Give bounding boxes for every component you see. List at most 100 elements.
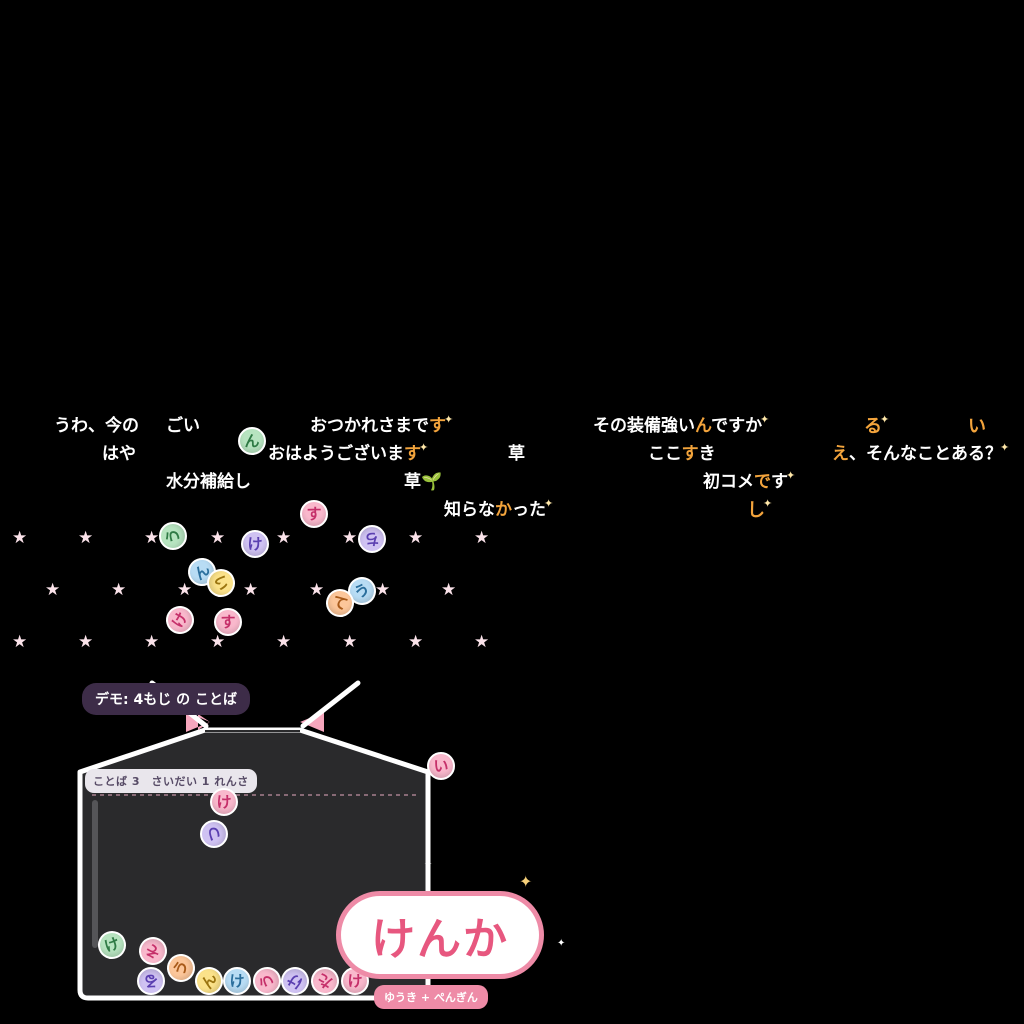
star-icon: ★ (111, 580, 127, 600)
jar-neck (205, 730, 300, 732)
kana-ball-label: け (247, 534, 263, 553)
kana-ball-label: つ (204, 826, 223, 842)
comment-tail: った (512, 500, 546, 520)
chat-comment: うわ、今の (54, 418, 139, 435)
comment-highlight-kana: す (681, 444, 699, 464)
kana-ball-label: け (347, 971, 363, 990)
sparkle-icon: ✦ (880, 413, 890, 426)
word-text: けんか (371, 914, 509, 965)
comment-highlight-kana: で (754, 472, 771, 492)
comment-text: ここ (648, 444, 682, 464)
star-icon: ★ (243, 580, 259, 600)
kana-ball: け (223, 967, 251, 995)
comment-text: おはようございま (268, 444, 404, 464)
kana-ball-label: け (101, 933, 122, 956)
kana-ball: ん (238, 427, 266, 455)
comment-highlight-kana: い (968, 416, 986, 437)
kana-ball-label: す (220, 612, 236, 631)
kana-ball-label: ん (244, 431, 260, 450)
kana-ball-label: う (169, 956, 193, 979)
chat-comment: え、そんなことある？ (832, 446, 1002, 463)
chat-comment: し (747, 502, 765, 520)
comment-text: その装備強い (593, 416, 695, 436)
chat-comment: はや (102, 446, 136, 463)
star-icon: ★ (144, 632, 160, 652)
kana-ball: る (137, 967, 165, 995)
sparkle-icon: ✦ (786, 469, 796, 482)
kana-ball-label: い (433, 756, 449, 775)
sparkle-icon: ✦ (419, 441, 429, 454)
comment-tail: 、そんなことある？ (849, 444, 1002, 464)
word-bubble: けんか (336, 891, 544, 979)
chat-comment: る (864, 418, 882, 436)
chat-comment: い (968, 418, 986, 436)
kana-ball-label: け (283, 969, 306, 993)
kana-ball-label: ん (197, 969, 221, 992)
comment-text: はや (102, 444, 136, 464)
kana-ball-label: た (313, 969, 336, 993)
chat-comment: 水分補給し (166, 474, 251, 491)
star-icon: ★ (441, 580, 457, 600)
chat-comment: 初コメです (703, 474, 788, 491)
sparkle-icon: ✦ (444, 413, 454, 426)
comment-text: ごい (166, 416, 200, 436)
chat-comment: おはようございます (268, 446, 421, 463)
kana-ball-label: す (306, 504, 322, 523)
kana-ball-label: う (256, 972, 277, 991)
star-icon: ★ (12, 528, 28, 548)
kana-ball: け (210, 788, 238, 816)
comment-highlight-kana: え (832, 444, 849, 464)
sparkle-icon: ✦ (424, 859, 433, 870)
star-icon: ★ (408, 632, 424, 652)
comment-tail: ですか (711, 416, 763, 436)
star-icon: ★ (309, 580, 325, 600)
comment-highlight-kana: し (747, 500, 765, 521)
demo-label: デモ: 4もじ の ことば (82, 683, 250, 715)
chat-comment: 草 (508, 446, 525, 463)
comment-text: うわ、今の (54, 416, 139, 436)
comment-highlight-kana: す (429, 416, 446, 436)
star-icon: ★ (78, 528, 94, 548)
kana-ball-label: る (143, 972, 159, 991)
kana-ball: け (241, 530, 269, 558)
star-icon: ★ (342, 632, 358, 652)
kana-ball: い (427, 752, 455, 780)
star-icon: ★ (408, 528, 424, 548)
chat-comment: おつかれさまです (310, 418, 446, 435)
chat-comment: その装備強いんですか (593, 418, 762, 435)
kana-ball-label: け (229, 971, 245, 990)
star-icon: ★ (210, 528, 226, 548)
comment-text: 草 (508, 444, 525, 464)
star-icon: ★ (144, 528, 160, 548)
star-icon: ★ (177, 580, 193, 600)
comment-highlight-kana: す (404, 444, 421, 464)
comment-highlight-kana: る (864, 416, 882, 437)
star-icon: ★ (78, 632, 94, 652)
sparkle-icon: ✦ (557, 938, 566, 949)
word-source: ゆうき + ぺんぎん (374, 985, 488, 1009)
chat-comment: 草🌱 (404, 474, 442, 491)
kana-ball-label: け (216, 792, 232, 811)
sparkle-icon: ✦ (519, 872, 533, 891)
chat-comment: ごい (166, 418, 200, 435)
dropper-arm-right (300, 680, 361, 729)
star-icon: ★ (342, 528, 358, 548)
kana-ball-label: そ (141, 939, 164, 963)
sparkle-icon: ✦ (760, 413, 770, 426)
kana-ball: す (300, 500, 328, 528)
sparkle-icon: ✦ (544, 497, 554, 510)
comment-tail: す (771, 472, 788, 492)
comment-text: 草🌱 (404, 472, 443, 492)
chat-comment: 知らなかった (444, 502, 546, 519)
star-icon: ★ (474, 528, 490, 548)
jar-highlight (92, 800, 98, 948)
star-icon: ★ (276, 632, 292, 652)
comment-text: 知らな (444, 500, 495, 520)
kana-ball: つ (200, 820, 228, 848)
chat-comment: ここすき (648, 446, 716, 463)
star-icon: ★ (375, 580, 391, 600)
sparkle-icon: ✦ (763, 497, 773, 510)
kana-ball: す (214, 608, 242, 636)
